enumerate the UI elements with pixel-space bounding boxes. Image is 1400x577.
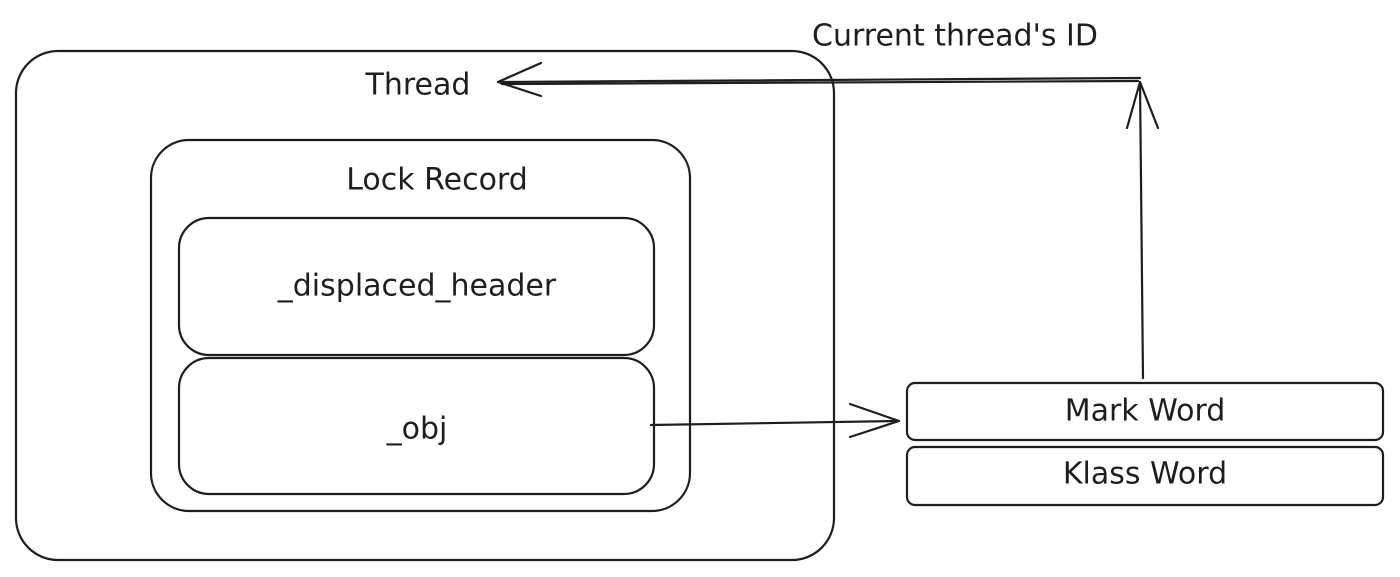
- obj-to-mark-word-line: [649, 419, 901, 427]
- mark-word-box: Mark Word: [905, 381, 1385, 442]
- obj-to-mark-word-arrow: [649, 402, 901, 439]
- lock-record-label: Lock Record: [346, 163, 528, 198]
- mark-word-to-thread-arrow: [496, 61, 1160, 380]
- mark-word-up-line: [1138, 80, 1145, 380]
- mark-word-label: Mark Word: [1065, 394, 1226, 429]
- thread-return-line-second: [500, 79, 1140, 86]
- displaced-header-box-shape: [177, 216, 656, 357]
- obj-label: _obj: [386, 412, 448, 447]
- obj-box: _obj: [177, 356, 656, 496]
- thread-label: Thread: [365, 68, 471, 103]
- thread-arrowhead: [496, 61, 543, 98]
- thread-box: Thread: [14, 49, 836, 562]
- displaced-header-label: _displaced_header: [277, 269, 557, 304]
- klass-word-box-shape: [905, 445, 1385, 507]
- mark-word-box-shape: [905, 381, 1385, 442]
- lock-record-box: Lock Record: [149, 138, 692, 513]
- thread-box-shape: [14, 49, 836, 562]
- lock-record-box-shape: [149, 138, 692, 513]
- current-thread-id-label: Current thread's ID: [812, 19, 1098, 54]
- klass-word-box: Klass Word: [905, 445, 1385, 507]
- thread-return-line: [496, 76, 1142, 84]
- displaced-header-box: _displaced_header: [177, 216, 656, 357]
- mark-word-up-arrowhead: [1125, 80, 1160, 130]
- obj-to-mark-word-arrowhead: [848, 402, 901, 439]
- klass-word-label: Klass Word: [1063, 457, 1227, 492]
